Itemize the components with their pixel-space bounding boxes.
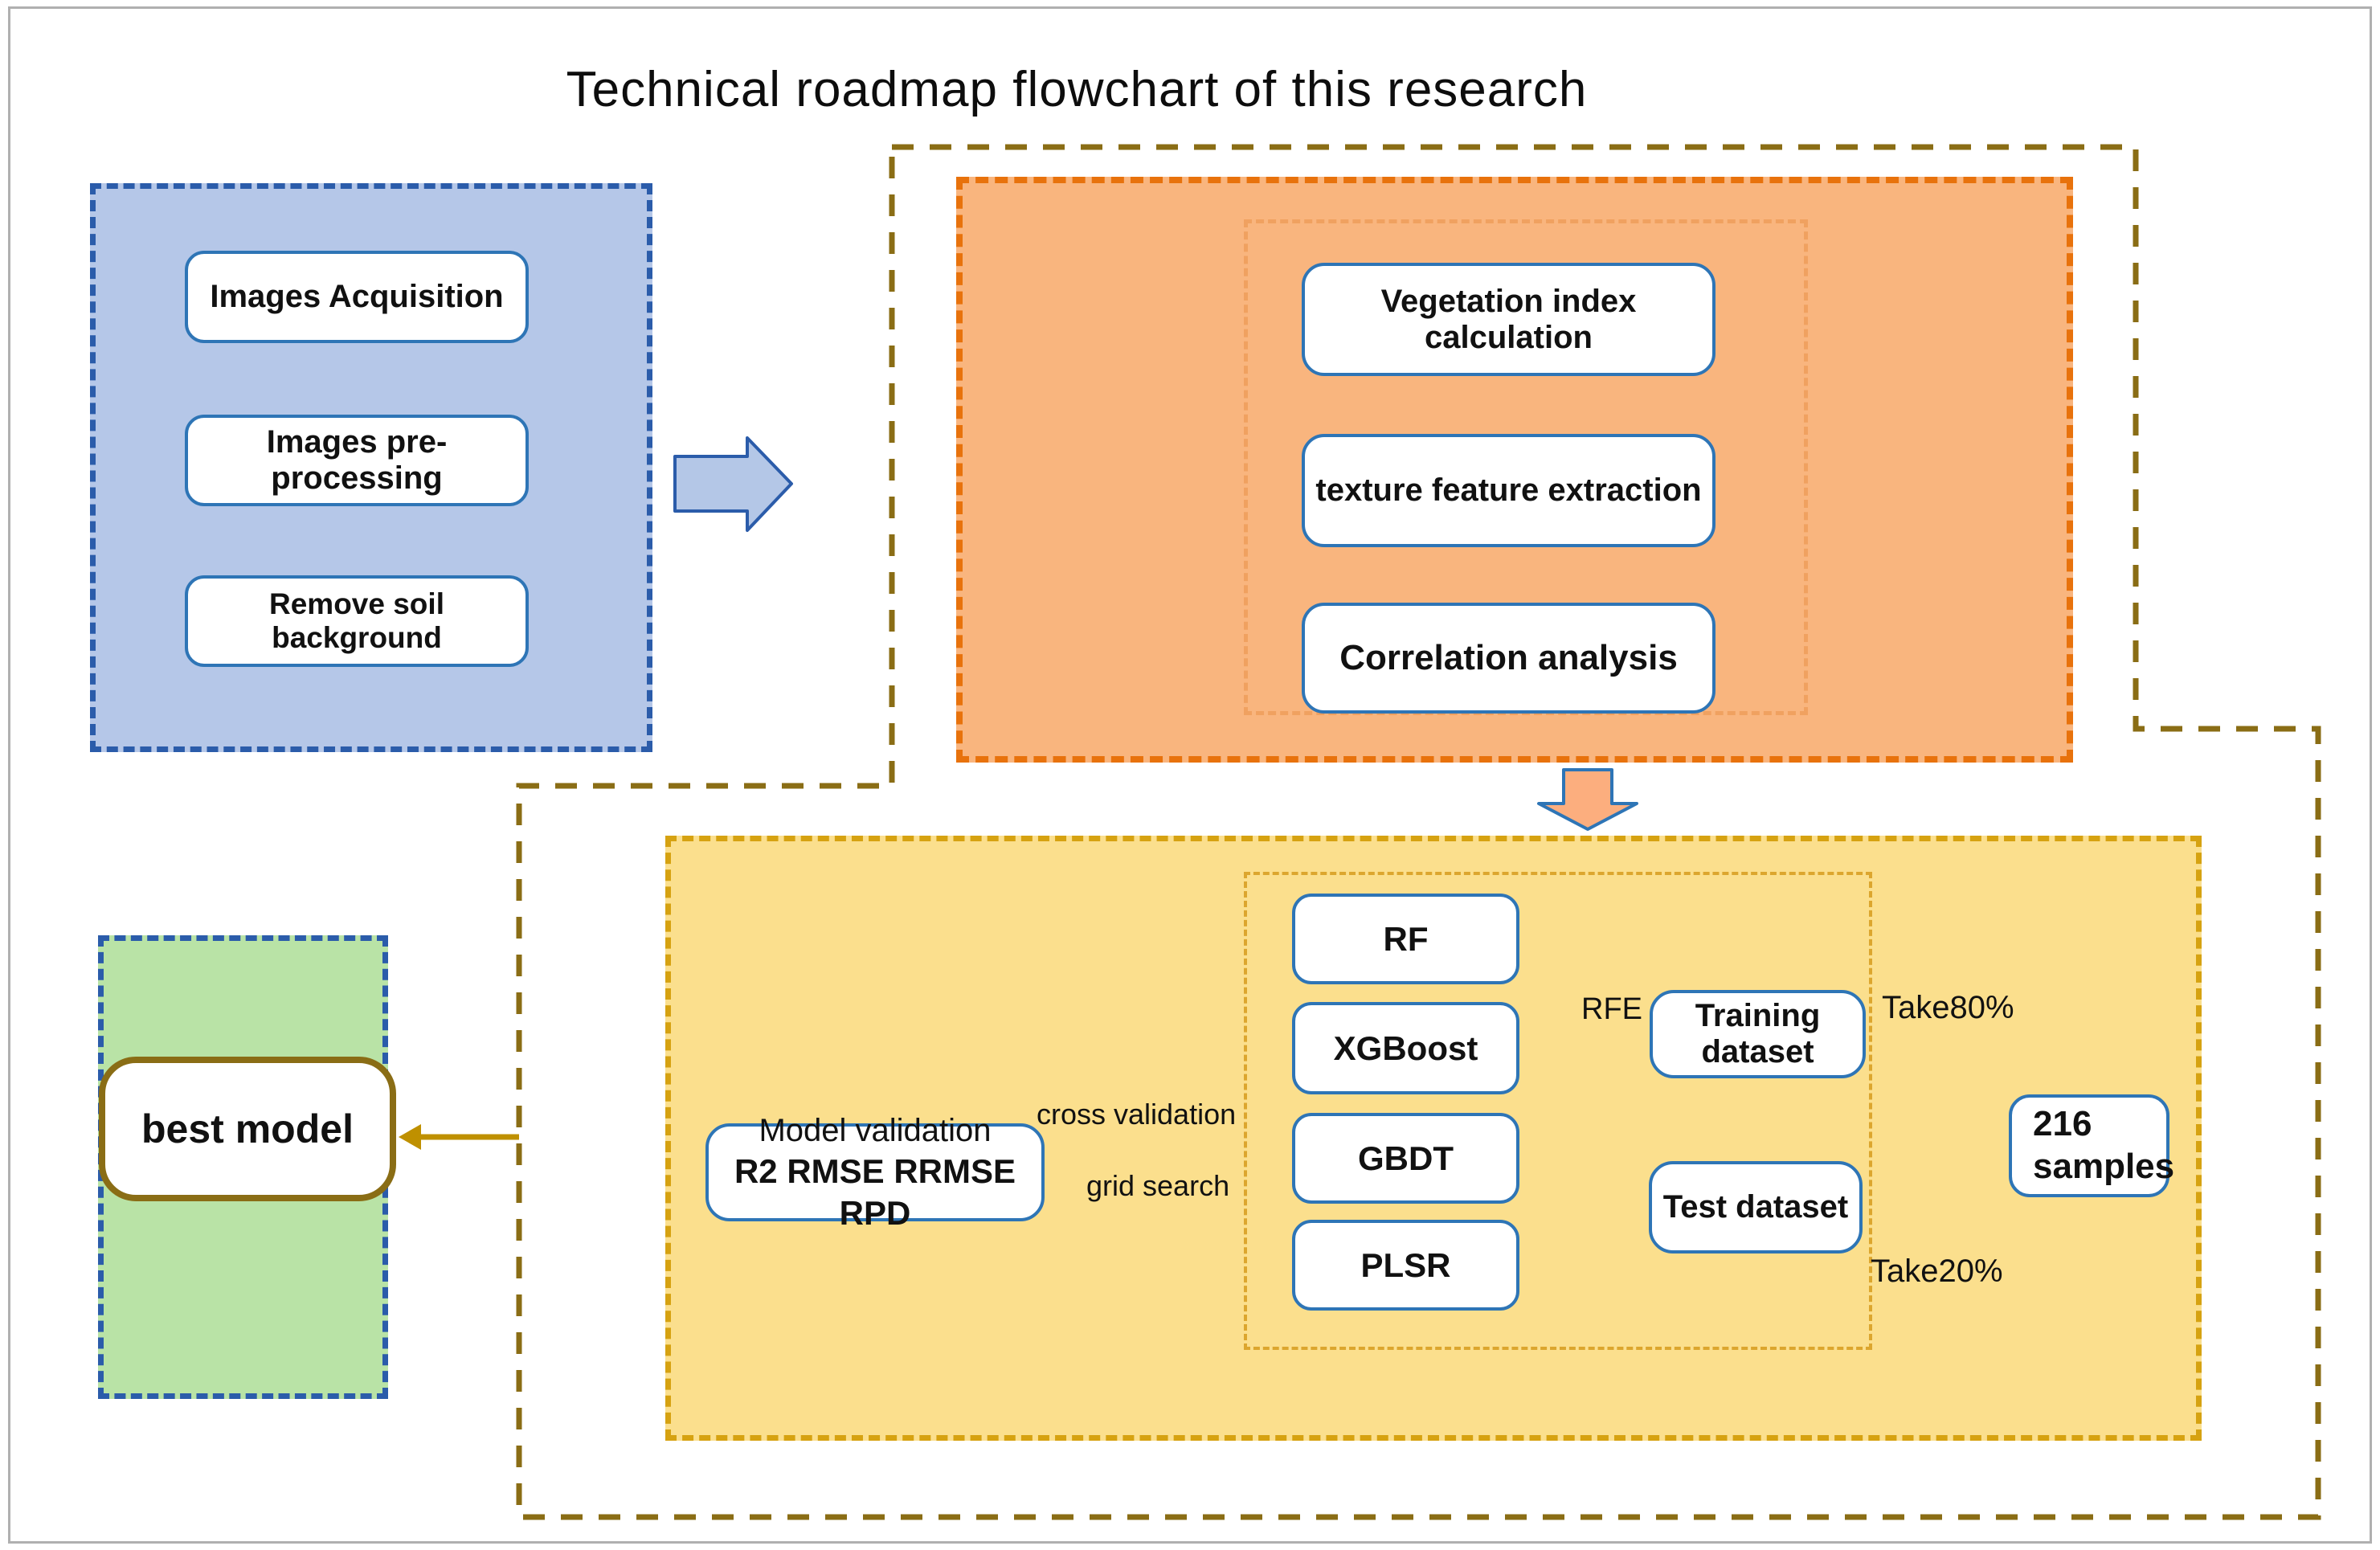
- label-rfe: RFE: [1581, 992, 1642, 1026]
- validation-title: Model validation: [759, 1112, 992, 1148]
- node-best-model: best model: [99, 1057, 396, 1201]
- samples-count: 216: [2033, 1104, 2092, 1144]
- page-title: Technical roadmap flowchart of this rese…: [566, 62, 1588, 117]
- modeling-inner-frame: [1244, 872, 1872, 1350]
- validation-metrics: R2 RMSE RRMSE RPD: [734, 1151, 1016, 1233]
- label-grid-search: grid search: [1086, 1169, 1230, 1202]
- node-images-pre-processing: Images pre-processing: [185, 415, 529, 506]
- label-take80: Take80%: [1882, 990, 2014, 1025]
- label-take20: Take20%: [1871, 1253, 2003, 1289]
- node-training-dataset: Training dataset: [1650, 990, 1866, 1078]
- node-test-dataset: Test dataset: [1649, 1161, 1863, 1253]
- label-cross-validation: cross validation: [1037, 1098, 1237, 1131]
- node-texture-feature-extraction: texture feature extraction: [1302, 434, 1715, 547]
- node-vegetation-index-calculation: Vegetation index calculation: [1302, 263, 1715, 376]
- node-model-gbdt: GBDT: [1292, 1113, 1519, 1204]
- figure-frame: [8, 6, 2372, 1544]
- samples-word: samples: [2033, 1147, 2175, 1186]
- node-model-rf: RF: [1292, 894, 1519, 984]
- node-model-validation: Model validation R2 RMSE RRMSE RPD: [705, 1113, 1045, 1232]
- node-model-xgboost: XGBoost: [1292, 1002, 1519, 1094]
- node-216-samples: 216 samples: [2009, 1094, 2174, 1197]
- node-remove-soil-background: Remove soil background: [185, 575, 529, 667]
- node-model-plsr: PLSR: [1292, 1220, 1519, 1311]
- node-correlation-analysis: Correlation analysis: [1302, 603, 1715, 714]
- node-images-acquisition: Images Acquisition: [185, 251, 529, 343]
